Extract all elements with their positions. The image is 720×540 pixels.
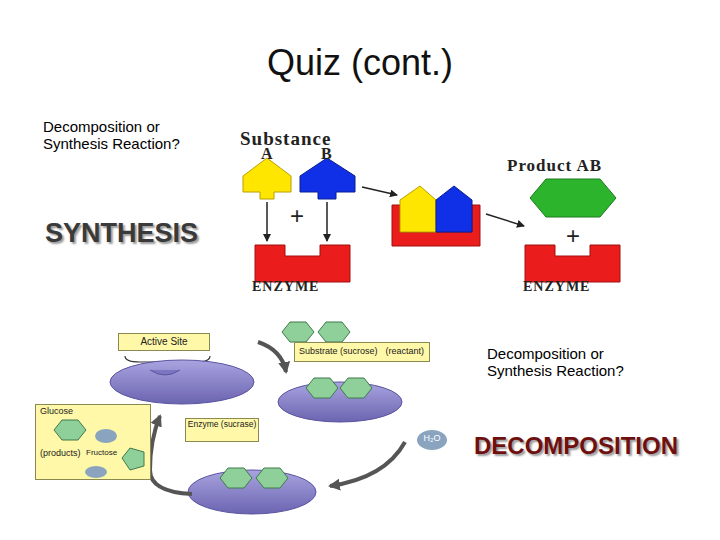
substance-a-shape (400, 186, 436, 232)
illustration-label: Product AB (507, 156, 602, 176)
sugar-ring (318, 322, 350, 342)
substance-b-shape (436, 186, 472, 232)
substance-a-shape (243, 158, 291, 199)
illustration-label: B (321, 145, 332, 163)
illustration-label: A (261, 145, 273, 163)
cycle-arrow (330, 442, 405, 486)
box-text: Substrate (sucrose) (299, 347, 378, 357)
sugar-ring (282, 322, 314, 342)
illustration-label: Substance (240, 128, 331, 150)
slide-title: Quiz (cont.) (0, 42, 720, 84)
active-site (150, 370, 180, 375)
sugar-ring (220, 468, 252, 488)
question-text: Decomposition or Synthesis Reaction? (487, 345, 662, 380)
illustration-label: ENZYME (252, 279, 319, 295)
callout-box: Enzyme (sucrase) (185, 418, 259, 442)
enzyme-blob (188, 470, 316, 514)
product-hexagon (530, 179, 616, 217)
reaction-arrow (486, 214, 524, 226)
box-text: Fructose (86, 449, 117, 458)
sugar-ring (306, 378, 338, 398)
products-box: Glucose (products) Fructose (35, 404, 151, 480)
plus-sign: + (290, 202, 304, 230)
box-text: Glucose (40, 407, 73, 417)
enzyme-blob (110, 360, 254, 404)
water-molecule: H₂O (417, 430, 447, 450)
plus-sign: + (566, 222, 580, 250)
answer-text: SYNTHESIS (45, 218, 198, 249)
box-text: H₂O (417, 430, 447, 444)
answer-text: DECOMPOSITION (474, 432, 678, 460)
substance-b-shape (300, 158, 355, 199)
sugar-ring (256, 468, 288, 488)
callout-box: Active Site (118, 333, 210, 351)
box-text: Active Site (119, 334, 209, 347)
cycle-arrow (258, 342, 286, 372)
enzyme-shape (255, 245, 350, 282)
illustration-label: ENZYME (523, 279, 590, 295)
box-text: (products) (40, 449, 81, 459)
down-arrow (266, 202, 268, 241)
box-text: Enzyme (sucrase) (186, 419, 258, 429)
sugar-ring (340, 378, 372, 398)
box-text: (reactant) (386, 347, 425, 357)
reaction-arrow (362, 187, 397, 195)
down-arrow (326, 202, 328, 241)
enzyme-shape (525, 245, 620, 282)
question-text: Decomposition or Synthesis Reaction? (43, 118, 218, 153)
callout-box: Substrate (sucrose) (reactant) (294, 342, 430, 362)
